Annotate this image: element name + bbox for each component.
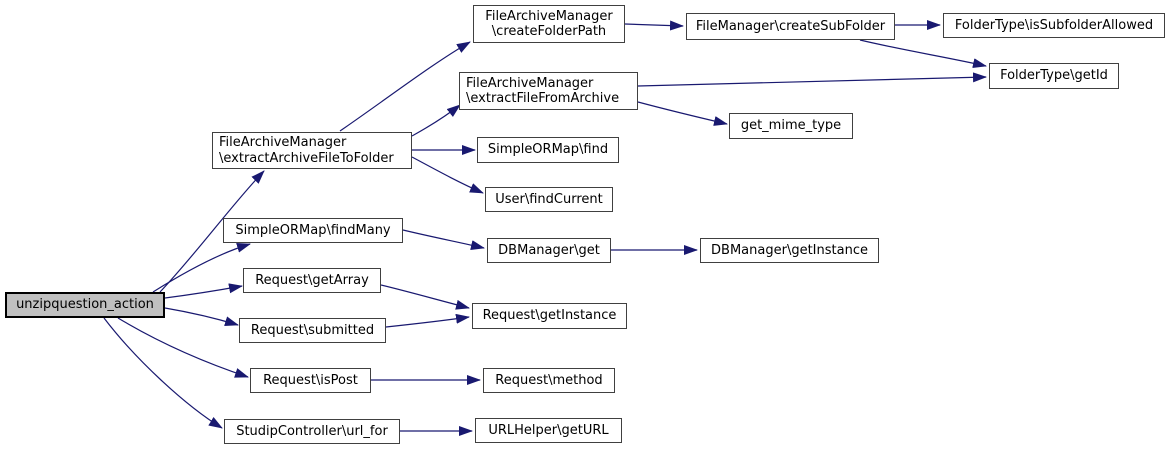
node-dbmanager-get[interactable]: DBManager\get <box>487 238 611 263</box>
node-label: DBManager\get <box>498 242 600 258</box>
node-label: SimpleORMap\find <box>487 142 609 158</box>
edge-unzipquestion_action-to-request-getarray <box>164 283 243 299</box>
node-label: get_mime_type <box>740 118 842 134</box>
node-label: StudipController\url_for <box>236 423 388 439</box>
node-label: Request\getArray <box>255 272 369 288</box>
node-label: FolderType\getId <box>1000 68 1108 84</box>
node-simpleormap-findmany[interactable]: SimpleORMap\findMany <box>223 218 403 243</box>
edge-unzipquestion_action-to-request-submitted <box>164 307 239 326</box>
edge-filearchivemanager-extractarchivefiletofolder-to-user-findcurrent <box>411 156 484 194</box>
node-request-getinstance[interactable]: Request\getInstance <box>472 303 627 329</box>
node-request-ispost[interactable]: Request\isPost <box>250 368 371 393</box>
node-simpleormap-find[interactable]: SimpleORMap\find <box>477 137 619 163</box>
node-filearchivemanager-extractarchivefiletofolder[interactable]: FileArchiveManager\extractArchiveFileToF… <box>212 132 412 169</box>
node-label: Request\method <box>495 372 603 388</box>
node-label: \createFolderPath <box>491 24 607 39</box>
node-foldertype-getid[interactable]: FolderType\getId <box>989 63 1119 89</box>
node-label: FileArchiveManager <box>466 75 594 91</box>
edge-unzipquestion_action-to-filearchivemanager-extractarchivefiletofolder <box>159 170 265 293</box>
node-studipcontroller-url_for[interactable]: StudipController\url_for <box>224 419 400 444</box>
node-unzipquestion_action: unzipquestion_action <box>5 292 165 318</box>
edge-filearchivemanager-extractfilefromarchive-to-get_mime_type <box>637 101 728 126</box>
node-label: FileArchiveManager <box>219 135 347 150</box>
node-urlhelper-geturl[interactable]: URLHelper\getURL <box>475 418 622 443</box>
edge-simpleormap-findmany-to-dbmanager-get <box>402 229 485 250</box>
node-get_mime_type[interactable]: get_mime_type <box>729 113 853 139</box>
node-request-submitted[interactable]: Request\submitted <box>239 318 386 343</box>
node-label: FileManager\createSubFolder <box>695 18 886 34</box>
edge-unzipquestion_action-to-studipcontroller-url_for <box>103 317 223 429</box>
node-label: URLHelper\getURL <box>488 422 609 438</box>
edge-unzipquestion_action-to-request-ispost <box>117 317 249 378</box>
node-label: \extractArchiveFileToFolder <box>219 150 394 166</box>
edge-request-submitted-to-request-getinstance <box>385 313 470 328</box>
node-label: FolderType\isSubfolderAllowed <box>954 17 1154 33</box>
node-label: \extractFileFromArchive <box>466 91 620 106</box>
node-request-getarray[interactable]: Request\getArray <box>243 268 381 293</box>
node-filearchivemanager-createfolderpath[interactable]: FileArchiveManager\createFolderPath <box>473 5 625 43</box>
node-label: User\findCurrent <box>495 191 603 207</box>
node-label: FileArchiveManager <box>485 8 613 24</box>
edge-request-getarray-to-request-getinstance <box>380 284 470 310</box>
edge-filearchivemanager-createfolderpath-to-filemanager-createsubfolder <box>624 20 684 31</box>
node-label: Request\submitted <box>250 322 375 338</box>
edge-filemanager-createsubfolder-to-foldertype-getid <box>859 39 987 69</box>
node-dbmanager-getinstance[interactable]: DBManager\getInstance <box>700 238 879 263</box>
node-filemanager-createsubfolder[interactable]: FileManager\createSubFolder <box>686 13 895 40</box>
node-request-method[interactable]: Request\method <box>483 368 615 393</box>
node-label: SimpleORMap\findMany <box>235 222 391 238</box>
node-label: DBManager\getInstance <box>711 242 868 258</box>
node-label: Request\getInstance <box>482 308 617 324</box>
edge-filearchivemanager-extractarchivefiletofolder-to-filearchivemanager-extractfilefromarchive <box>411 104 461 137</box>
node-label: Request\isPost <box>263 372 358 388</box>
edge-unzipquestion_action-to-simpleormap-findmany <box>152 242 251 293</box>
node-foldertype-issubfolderallowed[interactable]: FolderType\isSubfolderAllowed <box>943 13 1165 38</box>
node-user-findcurrent[interactable]: User\findCurrent <box>485 187 613 212</box>
node-label: unzipquestion_action <box>16 297 154 313</box>
edge-filearchivemanager-extractfilefromarchive-to-foldertype-getid <box>637 72 987 87</box>
edge-filearchivemanager-extractarchivefiletofolder-to-filearchivemanager-createfolderpath <box>339 41 471 132</box>
node-filearchivemanager-extractfilefromarchive[interactable]: FileArchiveManager\extractFileFromArchiv… <box>459 72 638 110</box>
